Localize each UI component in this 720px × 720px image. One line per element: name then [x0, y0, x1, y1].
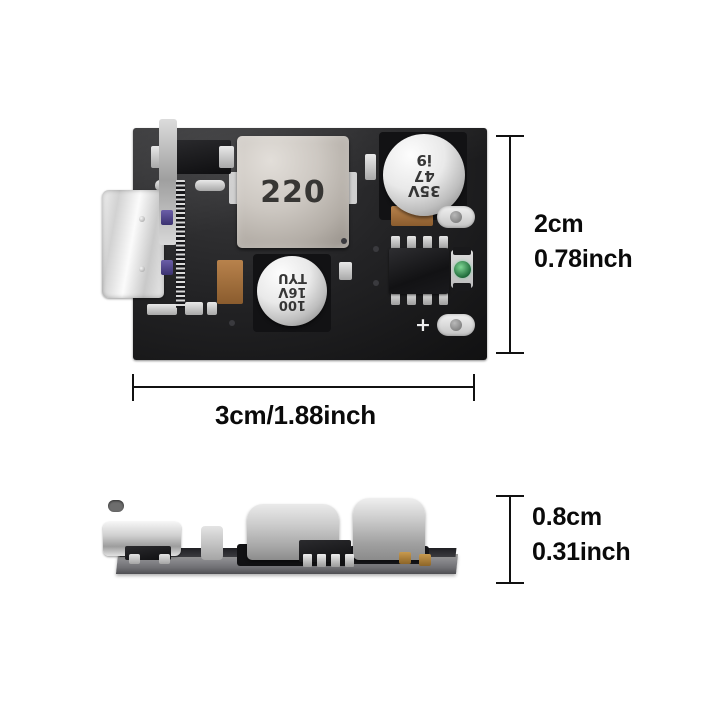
via [373, 280, 379, 286]
ic-pin-side [331, 554, 340, 567]
ic-pin-row-top [391, 236, 448, 249]
depth-dimension-label-inch: 0.78inch [534, 245, 633, 273]
usb-c-dimple [139, 266, 145, 272]
smd-pad [365, 154, 376, 180]
capacitor-marking: 100 16V TYU [277, 270, 307, 312]
usb-c-shield-lip [159, 119, 177, 245]
usb-c-pin-row [176, 180, 185, 308]
output-pad-side [419, 554, 431, 566]
led-core [453, 260, 471, 278]
ic-pin [391, 292, 400, 305]
pcb-side-view [103, 488, 459, 593]
ic-pin-row-bottom [391, 292, 448, 305]
width-dimension-label: 3cm/1.88inch [215, 400, 376, 430]
depth-dimension-tick-top [496, 135, 524, 137]
led-terminal [453, 247, 471, 255]
usb-c-port-opening [108, 500, 124, 512]
inductor-marking: 220 [260, 174, 326, 210]
power-inductor: 220 [237, 136, 349, 248]
smd-pad [219, 146, 234, 168]
via [373, 246, 379, 252]
usb-c-insulator-tab [161, 210, 173, 225]
depth-dimension-line [509, 135, 511, 354]
ic-pin [423, 292, 432, 305]
ic-pin-side [303, 554, 312, 567]
smd-capacitor [185, 302, 203, 315]
width-dimension-line [133, 386, 475, 388]
via [229, 320, 235, 326]
via [341, 238, 347, 244]
height-dimension-tick-bottom [496, 582, 524, 584]
ic-pin [407, 236, 416, 249]
led-terminal [453, 283, 471, 291]
depth-dimension-label-cm: 2cm [534, 210, 584, 238]
power-management-ic [389, 248, 449, 294]
output-pad-negative [437, 206, 475, 228]
electrolytic-capacitor-large: 35V 47 i9 [383, 134, 465, 216]
ic-pin [391, 236, 400, 249]
smd-pad [195, 180, 225, 191]
height-dimension-line [509, 496, 511, 583]
width-dimension-tick-right [473, 374, 475, 401]
smd-resistor [339, 262, 352, 280]
mlcc-capacitor [217, 260, 243, 304]
ic-pin [439, 292, 448, 305]
output-pad-side [399, 552, 411, 564]
electrolytic-capacitor-small: 100 16V TYU [257, 256, 327, 326]
ic-pin [423, 236, 432, 249]
solder-joint [129, 554, 140, 564]
usb-c-shield [102, 190, 164, 298]
ic-pin [439, 236, 448, 249]
pcb-top-view: 220 35V 47 i9 100 16V TYU [102, 119, 487, 360]
status-led [451, 247, 473, 291]
mlcc-capacitor-side [201, 526, 223, 560]
electrolytic-capacitor-side [353, 498, 425, 560]
depth-dimension-tick-bottom [496, 352, 524, 354]
height-dimension-tick-top [496, 495, 524, 497]
smd-resistor [147, 304, 177, 315]
plus-marking: + [415, 314, 431, 336]
ic-pin-side [317, 554, 326, 567]
usb-c-dimple [139, 216, 145, 222]
capacitor-marking: 35V 47 i9 [407, 151, 441, 200]
usb-c-insulator-tab [161, 260, 173, 275]
width-dimension-tick-left [132, 374, 134, 401]
solder-joint [159, 554, 170, 564]
ic-pin [407, 292, 416, 305]
height-dimension-label-cm: 0.8cm [532, 503, 602, 531]
height-dimension-label-inch: 0.31inch [532, 538, 631, 566]
output-pad-positive [437, 314, 475, 336]
smd-capacitor [207, 302, 217, 315]
ic-pin-side [345, 554, 354, 567]
